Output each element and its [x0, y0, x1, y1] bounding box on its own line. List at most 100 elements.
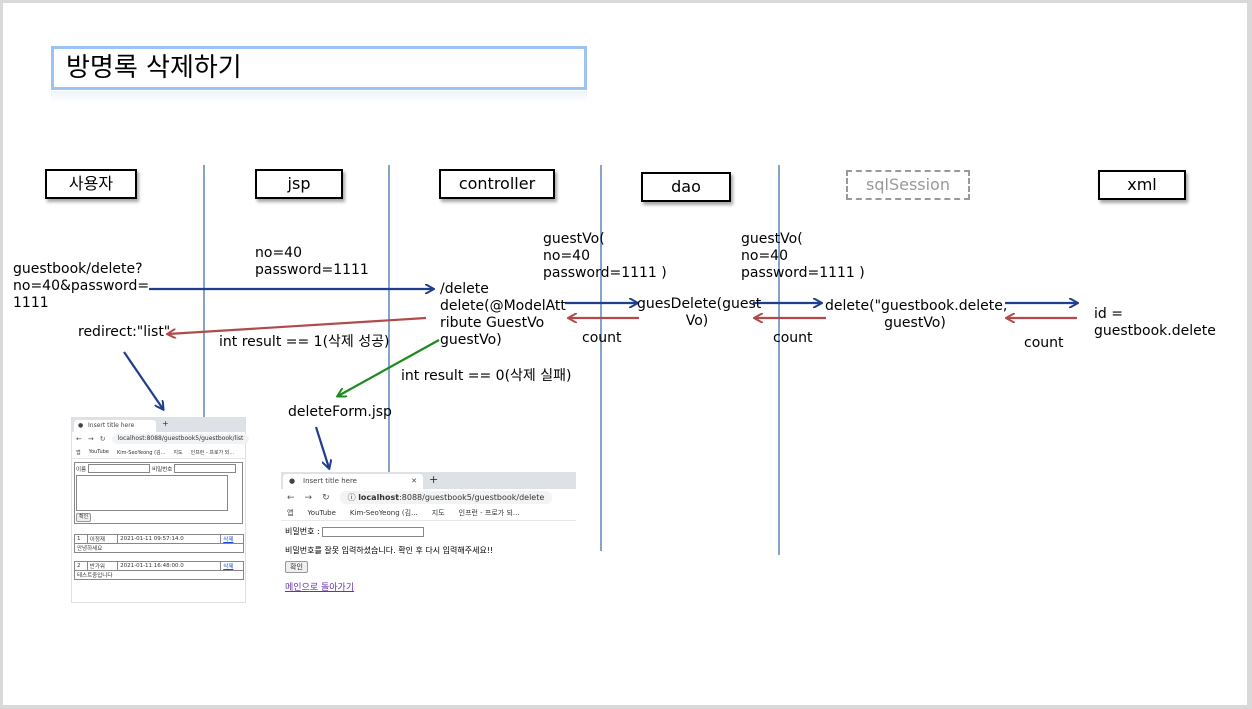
password-label: 비밀번호 :	[285, 527, 320, 536]
table-row: 1 이정재 2021-01-11 09:57:14.0 삭제	[74, 534, 244, 544]
url-host: localhost	[358, 493, 400, 502]
bookmark-youtube: YouTube	[307, 509, 336, 517]
table-row: 테스트중입니다	[74, 570, 244, 580]
forward-icon: →	[304, 492, 313, 503]
bookmarks-bar: 앱 YouTube Kim-SeoYeong (김... 지도 인프런 - 프로…	[72, 446, 245, 459]
bookmark-github: Kim-SeoYeong (김...	[116, 449, 166, 456]
close-tab-icon: ✕	[411, 477, 417, 485]
address-bar: ⓘ localhost:8088/guestbook5/guestbook/de…	[339, 491, 553, 504]
entry-name: 반가워	[86, 561, 119, 571]
confirm-row: 확인	[285, 561, 576, 573]
back-to-main-link: 메인으로 돌아가기	[285, 583, 355, 593]
label-count-session: count	[1024, 335, 1064, 351]
globe-icon: ●	[289, 477, 296, 485]
error-message: 비밀번호를 잘못 입력하셨습니다. 확인 후 다시 입력해주세요!!	[285, 546, 494, 555]
table-row: 2 반가워 2021-01-11 16:48:00.0 삭제	[74, 561, 244, 571]
entry-no: 1	[74, 534, 88, 544]
browser-delete-screenshot: ● Insert title here ✕ + ← → ↻ ⓘ localhos…	[281, 472, 576, 599]
bookmark-apps: 앱	[76, 449, 81, 456]
new-tab-icon: +	[162, 419, 169, 428]
entry-table-2: 2 반가워 2021-01-11 16:48:00.0 삭제 테스트중입니다	[74, 561, 244, 580]
write-form: 이름 비밀번호 확인	[74, 462, 243, 524]
arrow-redirect	[168, 316, 427, 334]
bookmark-github: Kim-SeoYeong (김...	[349, 509, 418, 517]
name-label: 이름	[76, 466, 87, 473]
tab-title: Insert title here	[303, 477, 357, 485]
browser-tab: ● Insert title here	[74, 420, 156, 432]
tab-bar: ● Insert title here +	[72, 418, 245, 432]
back-icon: ←	[76, 435, 82, 443]
label-count-dao: count	[773, 330, 813, 346]
reload-icon: ↻	[99, 435, 106, 443]
label-delete-form: deleteForm.jsp	[288, 404, 392, 420]
arrow-redirect-to-list	[123, 351, 163, 409]
bookmarks-bar: 앱 YouTube Kim-SeoYeong (김... 지도 인프런 - 프로…	[281, 506, 576, 521]
tab-bar: ● Insert title here ✕ +	[281, 472, 576, 489]
bookmark-maps: 지도	[431, 509, 445, 517]
label-session-call: delete("guestbook.delete, guestVo)	[825, 298, 1008, 331]
title-reflection	[51, 91, 587, 103]
confirm-row: 확인	[76, 513, 241, 522]
entry-delete-link: 삭제	[220, 534, 244, 544]
arrow-form-to-page	[314, 426, 329, 468]
write-form-row: 이름 비밀번호	[76, 464, 241, 473]
lane-xml: xml	[1098, 170, 1186, 200]
password-input	[322, 526, 425, 537]
label-request: guestbook/delete? no=40&password= 1111	[13, 261, 150, 311]
browser-tab: ● Insert title here ✕	[283, 474, 423, 489]
bookmark-inflearn: 인프런 - 프로가 되...	[190, 449, 235, 456]
sequence-diagram	[123, 165, 1247, 555]
entry-name: 이정재	[86, 534, 119, 544]
label-guestvo-to-dao: guestVo( no=40 password=1111 )	[543, 231, 667, 281]
reload-icon: ↻	[322, 492, 330, 503]
slide: 방명록 삭제하기 사용자 jsp cont	[3, 3, 1247, 705]
back-icon: ←	[287, 492, 295, 503]
password-input	[174, 464, 237, 473]
info-icon: ⓘ	[347, 493, 356, 502]
entry-no: 2	[74, 561, 88, 571]
lane-sqlsession: sqlSession	[846, 170, 970, 200]
bookmark-inflearn: 인프런 - 프로가 되...	[458, 509, 520, 517]
entry-date: 2021-01-11 09:57:14.0	[117, 534, 222, 544]
password-row: 비밀번호 :	[285, 526, 576, 537]
nav-bar: ← → ↻ localhost:8088/guestbook5/guestboo…	[72, 432, 250, 446]
back-link-row: 메인으로 돌아가기	[285, 580, 576, 593]
bookmark-apps: 앱	[287, 509, 294, 517]
lane-user: 사용자	[45, 169, 137, 199]
entry-delete-link: 삭제	[220, 561, 244, 571]
lane-jsp: jsp	[255, 169, 343, 199]
label-redirect: redirect:"list"	[78, 324, 171, 340]
entry-content: 테스트중입니다	[74, 570, 244, 580]
label-success: int result == 1(삭제 성공)	[219, 334, 390, 350]
bookmark-youtube: YouTube	[88, 449, 109, 455]
nav-bar: ← → ↻ ⓘ localhost:8088/guestbook5/guestb…	[281, 489, 576, 506]
table-row: 안녕하세요	[74, 543, 244, 553]
password-label: 비밀번호	[152, 466, 173, 473]
forward-icon: →	[87, 435, 94, 443]
label-guestvo-to-session: guestVo( no=40 password=1111 )	[741, 231, 865, 281]
label-params: no=40 password=1111	[255, 245, 369, 278]
label-count-ctrl: count	[582, 330, 622, 346]
content-textarea	[76, 475, 228, 511]
label-dao-method: guesDelete(guest Vo)	[637, 296, 762, 329]
lane-controller: controller	[439, 169, 555, 199]
browser-list-screenshot: ● Insert title here + ← → ↻ localhost:80…	[71, 417, 250, 603]
url-path: :8088/guestbook5/guestbook/delete	[399, 493, 545, 502]
confirm-button: 확인	[76, 513, 92, 522]
bookmark-maps: 지도	[173, 449, 183, 456]
label-fail: int result == 0(삭제 실패)	[401, 368, 572, 384]
new-tab-icon: +	[429, 473, 439, 486]
page-title: 방명록 삭제하기	[51, 46, 587, 90]
label-controller-method: /delete delete(@ModelAtt ribute GuestVo …	[440, 281, 566, 348]
entry-content: 안녕하세요	[74, 543, 244, 553]
entry-date: 2021-01-11 16:48:00.0	[117, 561, 222, 571]
entry-table-1: 1 이정재 2021-01-11 09:57:14.0 삭제 안녕하세요	[74, 534, 244, 553]
confirm-button: 확인	[285, 561, 308, 573]
globe-icon: ●	[78, 422, 84, 429]
label-xml-id: id = guestbook.delete	[1094, 306, 1216, 339]
arrow-fail	[338, 339, 440, 396]
lane-dao: dao	[641, 172, 731, 202]
address-bar: localhost:8088/guestbook5/guestbook/list	[111, 434, 250, 444]
tab-title: Insert title here	[88, 422, 135, 429]
name-input	[88, 464, 151, 473]
